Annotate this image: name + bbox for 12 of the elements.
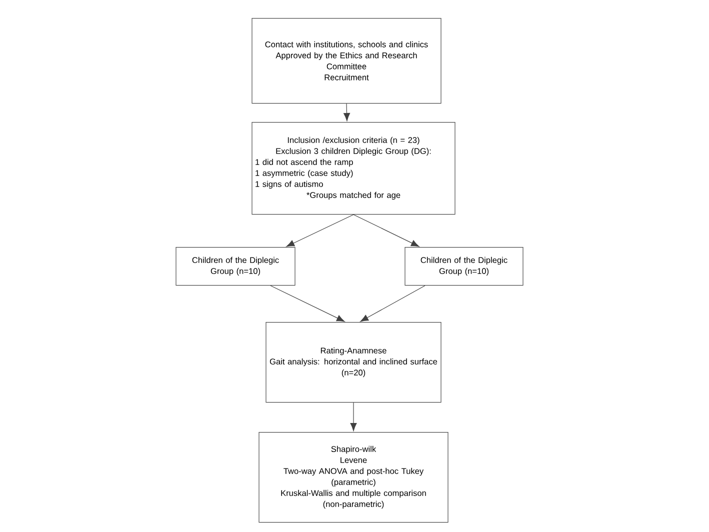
arrow	[350, 402, 357, 432]
process-box: Children of the Diplegic Group (n=10)	[176, 246, 296, 286]
arrow	[344, 103, 350, 122]
process-box: Contact with institutions, schools and clinics Approved by the Ethics and Research Committee Recruitment	[252, 18, 442, 104]
process-box: Inclusion /exclusion criteria (n = 23) Exclusion 3 children Diplegic Group (DG): 1 did not ascend the ramp 1 asymmetric (case study) 1 signs of autismo *Groups matched for age	[252, 122, 456, 215]
process-box: Shapiro-wilk Levene Two-way ANOVA and post-hoc Tukey (parametric) Kruskal-Wallis and multiple comparison (non-parametric)	[258, 432, 448, 523]
process-box: Children of the Diplegic Group (n=10)	[404, 246, 524, 286]
arrow	[360, 285, 426, 322]
arrow	[270, 285, 345, 322]
arrow	[353, 214, 420, 247]
process-box: Rating-Anamnese Gait analysis: horizontal and inclined surface (n=20)	[266, 322, 442, 403]
arrow	[286, 214, 354, 247]
